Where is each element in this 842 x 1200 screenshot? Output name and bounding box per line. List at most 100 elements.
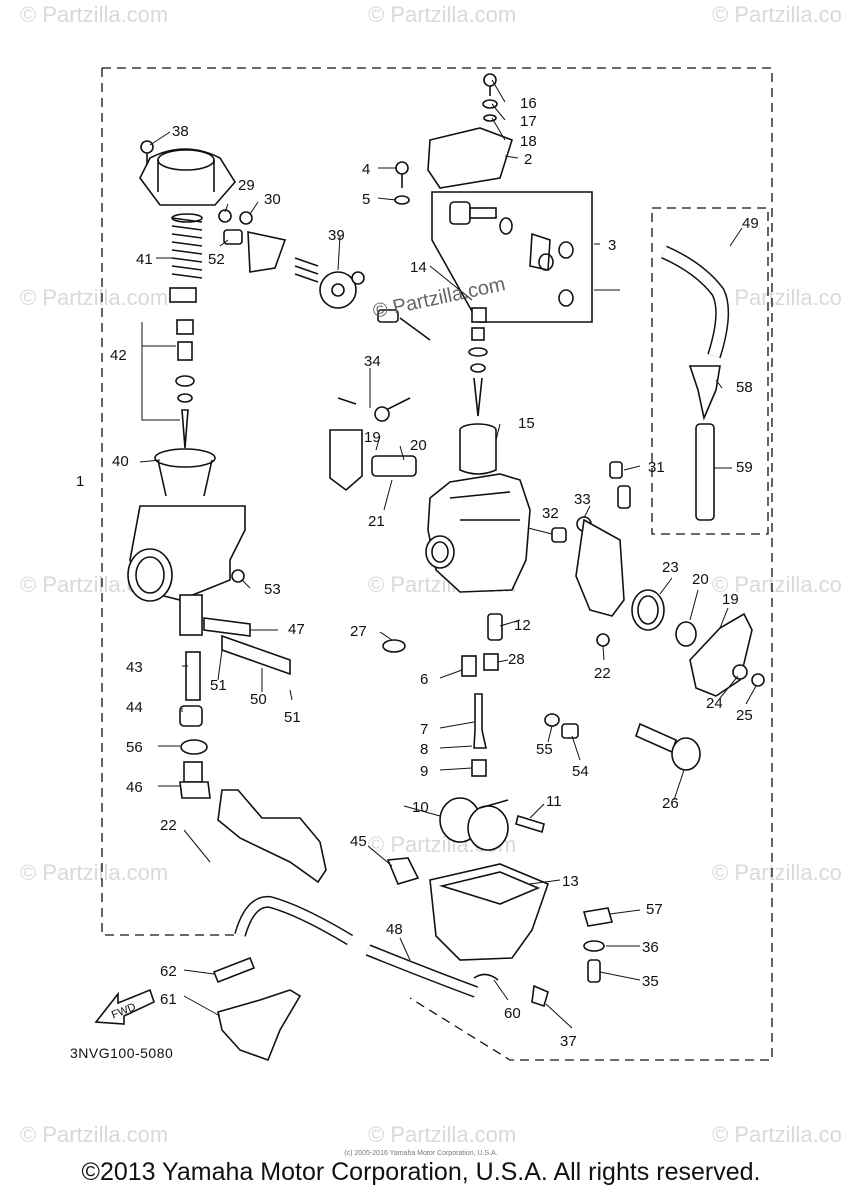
callout-39: 39 xyxy=(328,227,345,244)
throttle-cover-group xyxy=(247,230,431,341)
screw-22-right xyxy=(596,633,610,647)
callout-20: 20 xyxy=(410,437,427,454)
float-pin-11 xyxy=(515,814,545,834)
callout-21: 21 xyxy=(368,513,385,530)
screw-38 xyxy=(140,140,154,165)
drain-parts-left xyxy=(179,651,211,799)
callout-34: 34 xyxy=(364,353,381,370)
callout-32: 32 xyxy=(542,505,559,522)
callout-30: 30 xyxy=(264,191,281,208)
callout-26: 26 xyxy=(662,795,679,812)
callout-8: 8 xyxy=(420,741,428,758)
callout-13: 13 xyxy=(562,873,579,890)
drain-screw-37 xyxy=(531,984,549,1008)
callout-52: 52 xyxy=(208,251,225,268)
callout-56: 56 xyxy=(126,739,143,756)
callout-33: 33 xyxy=(574,491,591,508)
callout-10: 10 xyxy=(412,799,429,816)
callout-4: 4 xyxy=(362,161,370,178)
hose-47-50 xyxy=(203,617,291,676)
callout-53: 53 xyxy=(264,581,281,598)
callout-2: 2 xyxy=(524,151,532,168)
callout-6: 6 xyxy=(420,671,428,688)
callout-19b: 19 xyxy=(722,591,739,608)
callout-7: 7 xyxy=(420,721,428,738)
bracket-61 xyxy=(217,989,302,1062)
callout-51b: 51 xyxy=(284,709,301,726)
screw-53 xyxy=(231,569,245,583)
watermark: © Partzilla.com xyxy=(20,860,169,885)
watermark: © Partzilla.com xyxy=(20,285,169,310)
callout-11: 11 xyxy=(546,793,562,810)
callout-1: 1 xyxy=(76,473,84,490)
callout-37: 37 xyxy=(560,1033,577,1050)
washer-18 xyxy=(483,114,497,122)
center-watermark: © Partzilla.com xyxy=(371,273,507,323)
idle-screw-26 xyxy=(635,722,701,771)
watermark: © Partzilla.com xyxy=(20,2,169,27)
callout-38: 38 xyxy=(172,123,189,140)
callout-55: 55 xyxy=(536,741,553,758)
callout-3: 3 xyxy=(608,237,616,254)
throttle-lever-group xyxy=(329,397,417,492)
hose-group-boundary xyxy=(651,207,769,535)
callout-51: 51 xyxy=(210,677,227,694)
callout-57: 57 xyxy=(646,901,663,918)
washer-20 xyxy=(675,621,697,647)
watermark: © Partzilla.com xyxy=(368,2,517,27)
clip-60 xyxy=(473,973,499,981)
bracket-45 xyxy=(386,857,420,885)
copyright-notice: ©2013 Yamaha Motor Corporation, U.S.A. A… xyxy=(81,1158,761,1186)
screw-16 xyxy=(483,73,497,96)
watermark: © Partzilla.com xyxy=(712,860,842,885)
callout-44: 44 xyxy=(126,699,143,716)
callout-42: 42 xyxy=(110,347,127,364)
callout-35: 35 xyxy=(642,973,659,990)
jet-parts-center xyxy=(461,613,503,777)
cylinder-15 xyxy=(459,423,497,475)
o-ring-27 xyxy=(382,639,406,653)
callout-17: 17 xyxy=(520,113,537,130)
watermark: © Partzilla.com xyxy=(368,1122,517,1147)
callout-54: 54 xyxy=(572,763,589,780)
callout-28: 28 xyxy=(508,651,525,668)
clamp-62 xyxy=(212,956,256,984)
cap-30 xyxy=(239,211,253,225)
washer-36 xyxy=(583,940,605,952)
callout-24: 24 xyxy=(706,695,723,712)
carburetor-body xyxy=(425,473,531,593)
callout-31: 31 xyxy=(648,459,665,476)
callout-29: 29 xyxy=(238,177,255,194)
callout-46: 46 xyxy=(126,779,143,796)
throttle-cover-2 xyxy=(427,127,513,189)
choke-parts-31 xyxy=(609,461,631,509)
callout-49: 49 xyxy=(742,215,759,232)
carb-top-cover xyxy=(139,148,236,206)
spring-41 xyxy=(171,213,203,279)
callout-40: 40 xyxy=(112,453,129,470)
needle-holder-parts xyxy=(169,287,197,403)
callout-19: 19 xyxy=(364,429,381,446)
callout-36: 36 xyxy=(642,939,659,956)
callout-27: 27 xyxy=(350,623,367,640)
callout-50: 50 xyxy=(250,691,267,708)
watermark: © Partzilla.com xyxy=(712,285,842,310)
callout-47: 47 xyxy=(288,621,305,638)
callout-60: 60 xyxy=(504,1005,521,1022)
callout-14: 14 xyxy=(410,259,427,276)
diagram-code: 3NVG100-5080 xyxy=(70,1045,174,1061)
carb-body-left xyxy=(127,505,246,636)
spring-23 xyxy=(631,589,665,631)
throttle-shaft-3 xyxy=(431,191,593,323)
callout-22: 22 xyxy=(160,817,177,834)
callout-45: 45 xyxy=(350,833,367,850)
hose-59 xyxy=(695,423,715,521)
callout-23: 23 xyxy=(662,559,679,576)
screw-52 xyxy=(223,229,243,245)
float-10 xyxy=(439,797,509,851)
callout-9: 9 xyxy=(420,763,428,780)
watermark: © Partzilla.com xyxy=(712,1122,842,1147)
needle-jet-group-14 xyxy=(468,307,488,417)
screw-4 xyxy=(395,161,409,188)
callout-61: 61 xyxy=(160,991,177,1008)
